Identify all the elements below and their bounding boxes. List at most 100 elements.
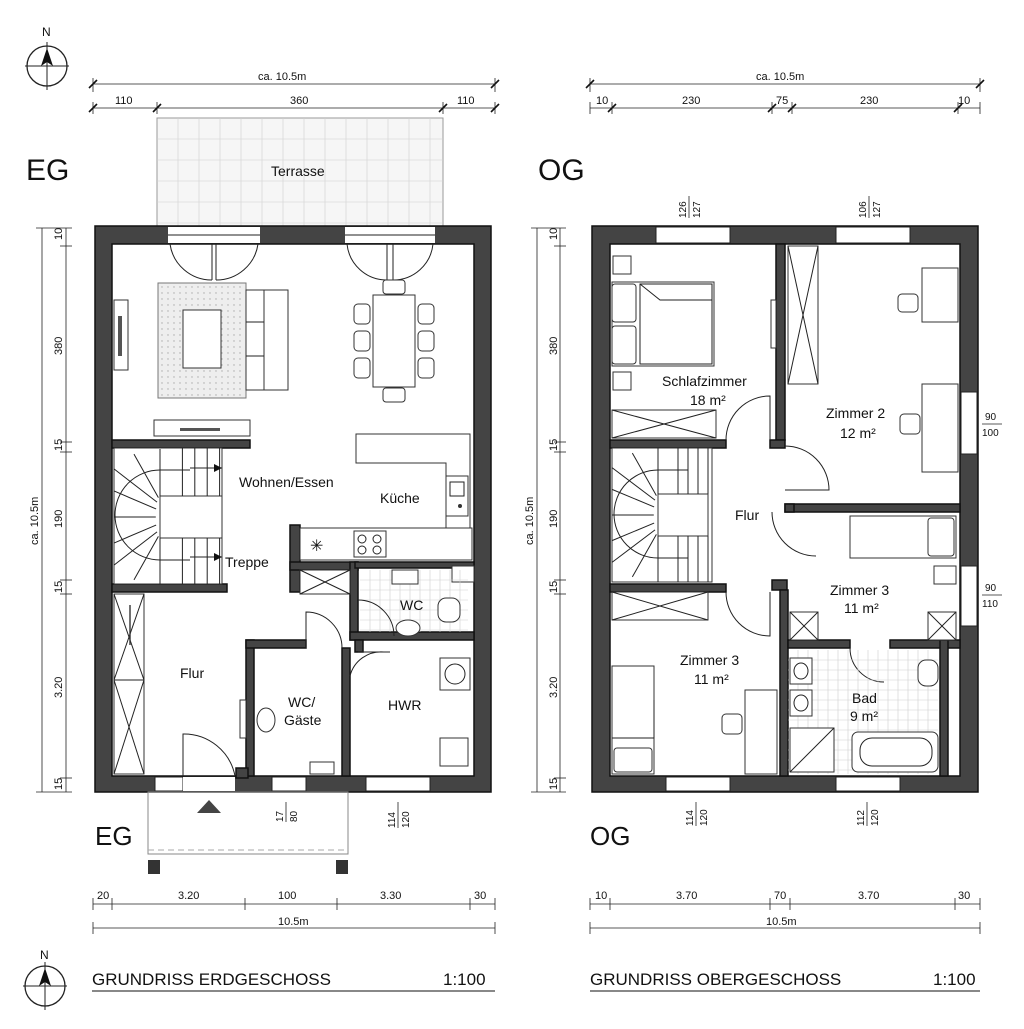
og-dim-top-5: 10 bbox=[958, 95, 970, 107]
utility-label: HWR bbox=[388, 697, 421, 713]
north-arrow-icon-bottom: N bbox=[23, 948, 67, 1010]
og-win-right-2-n: 90 bbox=[985, 583, 997, 594]
eg-dim-left-3: 15 bbox=[53, 439, 65, 451]
guest-wc: WC/ Gäste bbox=[256, 694, 335, 775]
room2-area: 12 m² bbox=[840, 425, 876, 441]
eg-outer-wall bbox=[94, 225, 492, 793]
bathroom: Bad 9 m² bbox=[788, 650, 939, 774]
og-hall-label: Flur bbox=[735, 507, 759, 523]
eg-label-bottom: EG bbox=[95, 821, 133, 851]
eg-scale: 1:100 bbox=[443, 970, 486, 989]
eg-dim-bottom-2: 3.20 bbox=[178, 890, 199, 902]
og-win-top-2-d: 127 bbox=[872, 201, 883, 218]
living-label: Wohnen/Essen bbox=[239, 474, 334, 490]
og-win-bottom-2-n: 112 bbox=[856, 810, 867, 826]
bedroom-label: Schlafzimmer bbox=[662, 373, 747, 389]
room3-right-label: Zimmer 3 bbox=[830, 582, 889, 598]
room3-left-area: 11 m² bbox=[694, 671, 729, 687]
og-dim-bottom-3: 70 bbox=[774, 890, 786, 902]
room-2: Zimmer 2 12 m² bbox=[787, 245, 959, 473]
og-dim-left-6: 3.20 bbox=[548, 677, 560, 698]
eg-dim-left-7: 15 bbox=[53, 778, 65, 790]
eg-dim-left-2: 380 bbox=[53, 337, 65, 355]
og-win-right-1-d: 100 bbox=[982, 428, 999, 439]
room-3-left: Zimmer 3 11 m² bbox=[611, 591, 778, 775]
entrance-canopy bbox=[147, 791, 349, 874]
og-scale: 1:100 bbox=[933, 970, 976, 989]
bedroom-area: 18 m² bbox=[690, 392, 726, 408]
eg-dimension-left: 10 380 15 190 15 3.20 15 ca. 10.5m bbox=[29, 227, 72, 793]
eg-label-top: EG bbox=[26, 154, 69, 187]
og-outer-wall bbox=[591, 225, 979, 793]
extractor-icon: ✳ bbox=[310, 538, 323, 555]
eg-dim-left-5: 15 bbox=[53, 581, 65, 593]
eg-dim-left-4: 190 bbox=[53, 510, 65, 528]
bath-area: 9 m² bbox=[850, 708, 878, 724]
kitchen-label: Küche bbox=[380, 490, 420, 506]
terrace-label: Terrasse bbox=[271, 163, 325, 179]
og-win-bottom-1-n: 114 bbox=[685, 810, 696, 826]
eg-overall-left: ca. 10.5m bbox=[29, 497, 41, 545]
eg-dim-top-3: 110 bbox=[457, 95, 475, 107]
og-dim-bottom-5: 30 bbox=[958, 890, 970, 902]
og-window-labels: 126 127 106 127 90 100 90 110 114 120 11… bbox=[678, 196, 1002, 826]
og-win-top-1-d: 127 bbox=[692, 201, 703, 218]
wc-label: WC bbox=[400, 597, 423, 613]
north-arrow-icon-top: N bbox=[25, 25, 69, 90]
north-label: N bbox=[42, 25, 51, 39]
dining-table bbox=[353, 279, 435, 403]
eg-win-1-n: 17 bbox=[275, 810, 286, 822]
og-dim-left-4: 190 bbox=[548, 510, 560, 528]
og-dim-left-3: 15 bbox=[548, 439, 560, 451]
og-win-bottom-1-d: 120 bbox=[699, 809, 710, 826]
og-overall-left: ca. 10.5m bbox=[524, 497, 536, 545]
kitchen: ✳ Küche bbox=[299, 433, 473, 561]
og-dimension-left: 10 380 15 190 15 3.20 15 ca. 10.5m bbox=[524, 227, 566, 793]
room3-right-area: 11 m² bbox=[844, 600, 879, 616]
eg-dim-bottom-4: 3.30 bbox=[380, 890, 401, 902]
utility-room: HWR bbox=[349, 651, 471, 767]
entrance-arrow-icon bbox=[197, 800, 221, 813]
og-dim-left-5: 15 bbox=[548, 581, 560, 593]
terrace: Terrasse bbox=[156, 117, 444, 227]
og-dim-bottom-1: 10 bbox=[595, 890, 607, 902]
eg-hall-label: Flur bbox=[180, 665, 204, 681]
og-staircase bbox=[611, 447, 713, 583]
eg-hall: Flur bbox=[113, 593, 236, 777]
eg-dim-left-1: 10 bbox=[53, 228, 65, 240]
og-label-top: OG bbox=[538, 154, 585, 187]
eg-dim-top-2: 360 bbox=[290, 95, 308, 107]
eg-title: GRUNDRISS ERDGESCHOSS bbox=[92, 970, 331, 989]
og-win-bottom-2-d: 120 bbox=[870, 809, 881, 826]
guest-wc-label-1: WC/ bbox=[288, 694, 315, 710]
og-dim-left-1: 10 bbox=[548, 228, 560, 240]
og-dim-top-2: 230 bbox=[682, 95, 700, 107]
eg-dim-top-1: 110 bbox=[115, 95, 133, 107]
og-dimension-top: ca. 10.5m 10 230 75 230 10 bbox=[585, 71, 985, 114]
og-overall-bottom: 10.5m bbox=[766, 916, 797, 928]
eg-win-2-n: 114 bbox=[387, 812, 398, 828]
eg-overall-bottom: 10.5m bbox=[278, 916, 309, 928]
wc-room: WC bbox=[360, 569, 468, 637]
og-dim-top-4: 230 bbox=[860, 95, 878, 107]
eg-window-labels: 17 80 114 120 bbox=[275, 802, 412, 828]
eg-dim-left-6: 3.20 bbox=[53, 677, 65, 698]
guest-wc-label-2: Gäste bbox=[284, 712, 322, 728]
og-overall-top: ca. 10.5m bbox=[756, 71, 804, 83]
eg-win-2-d: 120 bbox=[401, 811, 412, 828]
room-3-right: Zimmer 3 11 m² bbox=[789, 515, 957, 641]
eg-dimension-bottom: 20 3.20 100 3.30 30 10.5m bbox=[92, 890, 496, 934]
eg-dim-bottom-1: 20 bbox=[97, 890, 109, 902]
sofa-area bbox=[113, 282, 289, 399]
eg-dimension-top: ca. 10.5m 110 360 110 bbox=[88, 71, 500, 114]
og-dim-left-7: 15 bbox=[548, 778, 560, 790]
og-dim-bottom-4: 3.70 bbox=[858, 890, 879, 902]
north-label-bottom: N bbox=[40, 948, 49, 962]
eg-dim-bottom-3: 100 bbox=[278, 890, 296, 902]
og-win-right-2-d: 110 bbox=[982, 599, 998, 610]
bedroom: Schlafzimmer 18 m² bbox=[611, 255, 777, 439]
og-dim-top-3: 75 bbox=[776, 95, 788, 107]
room2-label: Zimmer 2 bbox=[826, 405, 885, 421]
